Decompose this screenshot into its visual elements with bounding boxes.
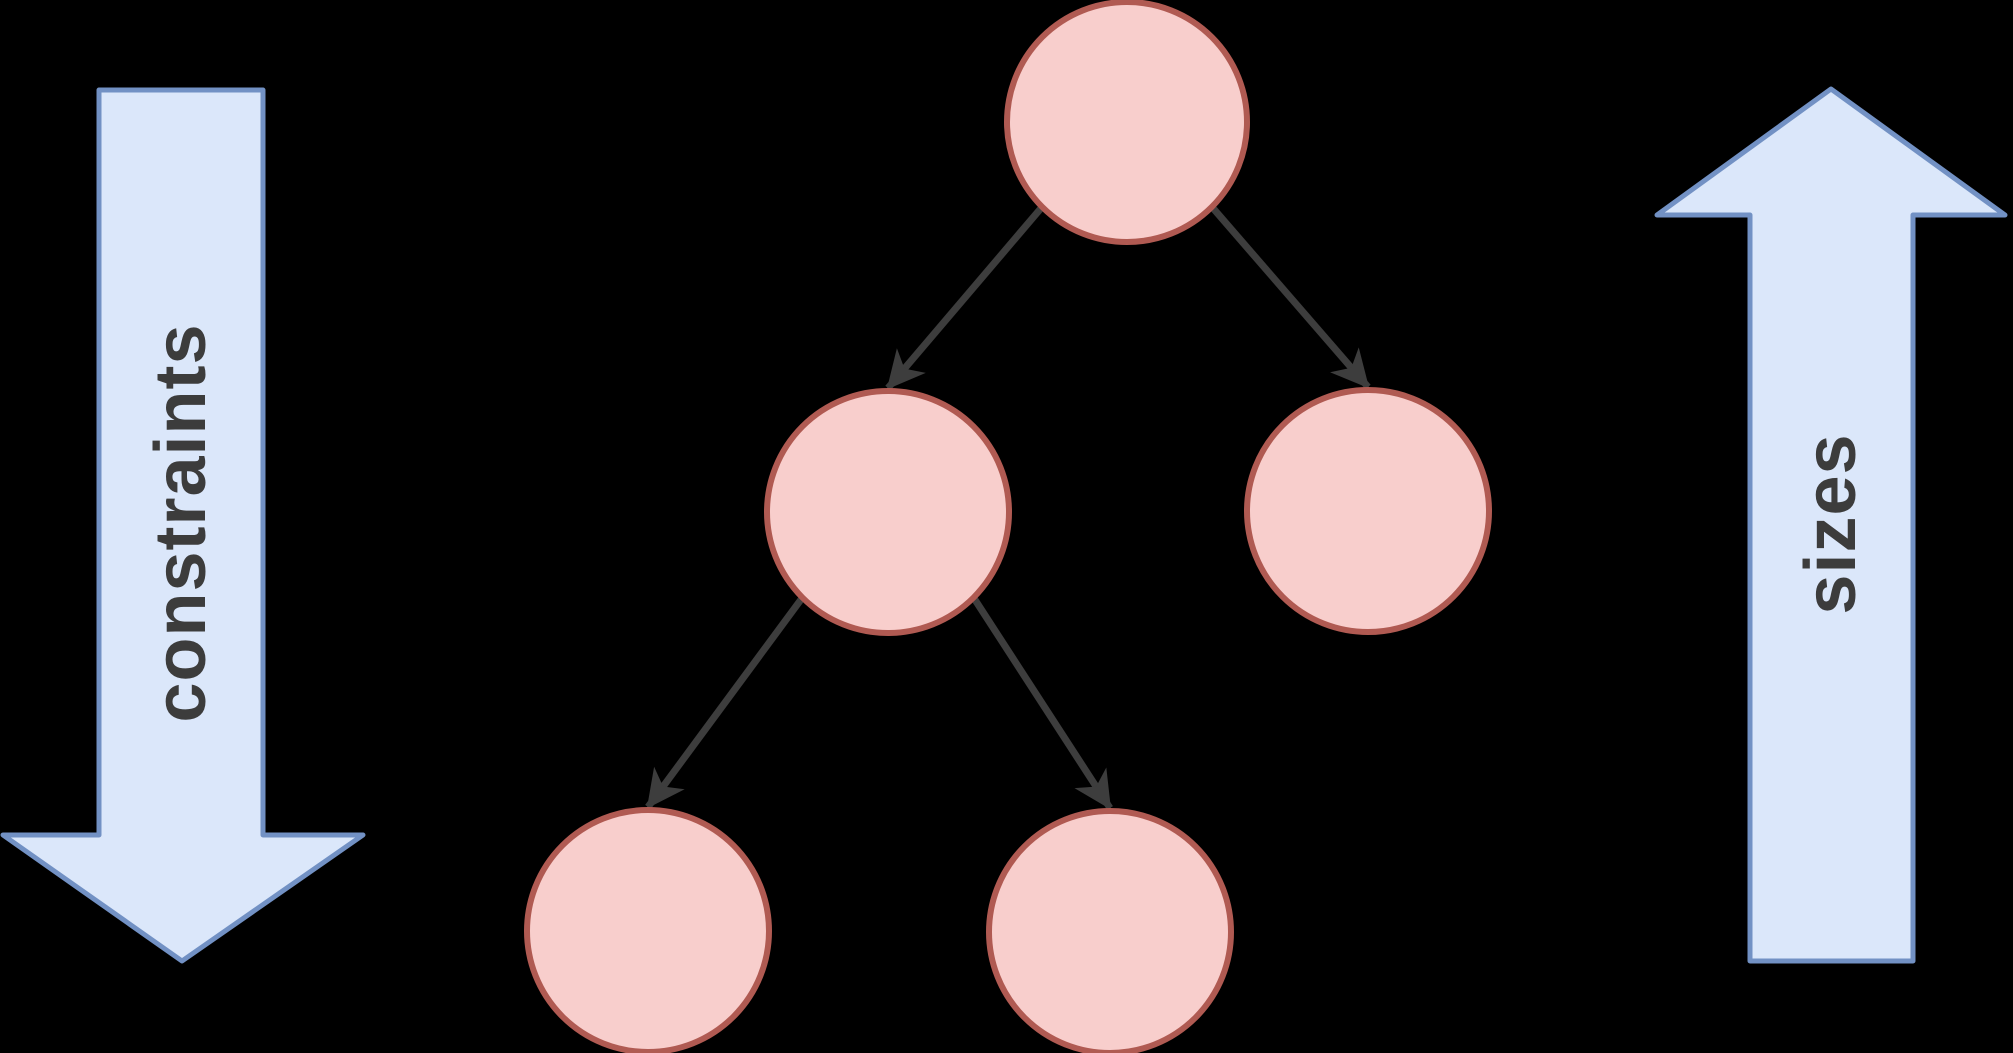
tree-edge-mid-left-leaf-left <box>645 595 806 810</box>
side-arrows-layer <box>0 86 2008 964</box>
tree-node-leaf-left <box>524 807 772 1053</box>
tree-node-root <box>1004 0 1250 245</box>
tree-edge-mid-left-leaf-right <box>970 595 1113 810</box>
tree-node-mid-left <box>764 388 1012 636</box>
tree-node-leaf-right <box>986 808 1234 1053</box>
tree-edges-layer <box>645 204 1371 810</box>
constraints-down-arrow-shape <box>0 87 366 964</box>
tree-edge-root-mid-left <box>885 204 1045 391</box>
constraints-down-arrow-label: constraints <box>141 323 221 722</box>
sizes-up-arrow-shape <box>1654 86 2008 964</box>
tree-nodes-layer <box>524 0 1492 1053</box>
tree-node-mid-right <box>1244 387 1492 635</box>
arrow-labels-layer: constraints sizes <box>141 323 1871 722</box>
tree-edge-root-mid-right <box>1209 204 1371 390</box>
sizes-up-arrow-label: sizes <box>1791 433 1871 614</box>
